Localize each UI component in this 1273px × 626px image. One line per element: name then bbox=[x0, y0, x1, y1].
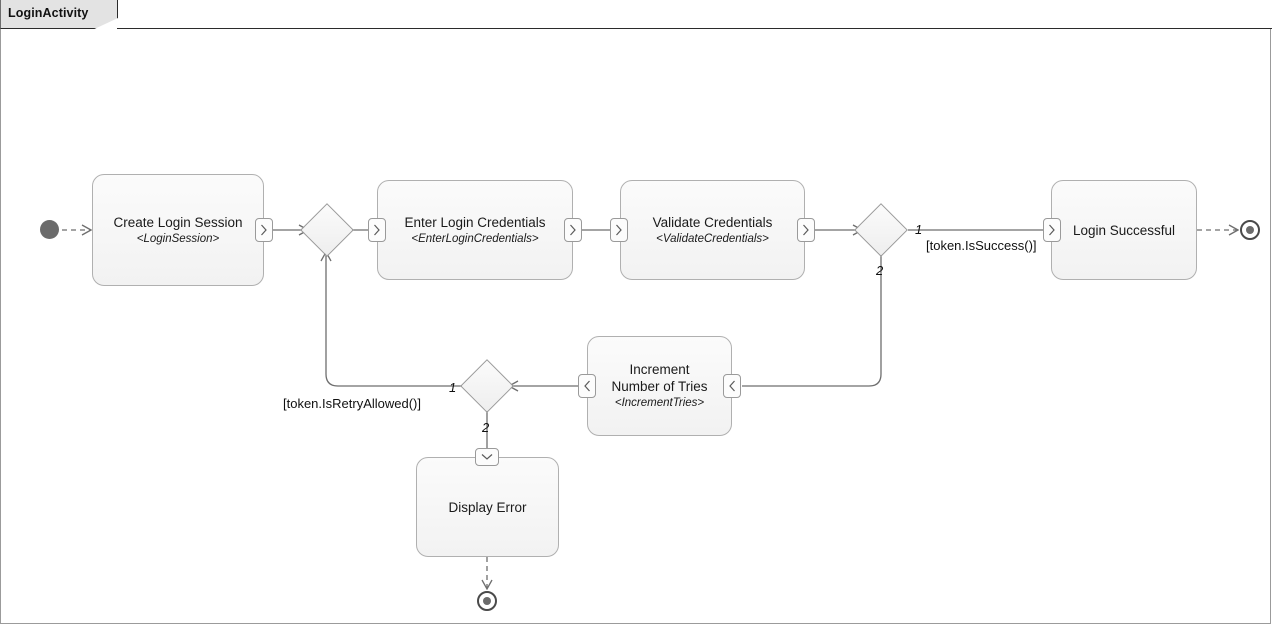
input-pin-validate-credentials[interactable] bbox=[610, 218, 628, 242]
page-title: LoginActivity bbox=[8, 6, 89, 20]
chevron-right-icon bbox=[616, 224, 622, 236]
activity-name: Create Login Session bbox=[113, 214, 243, 230]
branch-label-retry-1: 1 bbox=[449, 380, 457, 395]
chevron-left-icon bbox=[584, 380, 590, 392]
activity-enter-login-credentials[interactable]: Enter Login Credentials <EnterLoginCrede… bbox=[377, 180, 573, 280]
activity-increment-number-of-tries[interactable]: Increment Number of Tries <IncrementTrie… bbox=[587, 336, 732, 436]
activity-create-login-session[interactable]: Create Login Session <LoginSession> bbox=[92, 174, 264, 286]
branch-label-retry-2: 2 bbox=[482, 420, 490, 435]
chevron-right-icon bbox=[570, 224, 576, 236]
final-node-success[interactable] bbox=[1240, 220, 1260, 240]
activity-stereotype: <LoginSession> bbox=[136, 232, 220, 245]
activity-name: Increment Number of Tries bbox=[611, 362, 708, 394]
decision-node-is-retry-allowed[interactable] bbox=[460, 359, 514, 413]
branch-label-success-2: 2 bbox=[876, 263, 884, 278]
diagram-frame-top-edge bbox=[117, 28, 1272, 29]
input-pin-enter-login-credentials[interactable] bbox=[368, 218, 386, 242]
output-pin-validate-credentials[interactable] bbox=[797, 218, 815, 242]
activity-validate-credentials[interactable]: Validate Credentials <ValidateCredential… bbox=[620, 180, 805, 280]
guard-label-is-success: [token.IsSuccess()] bbox=[926, 238, 1037, 253]
activity-stereotype: <EnterLoginCredentials> bbox=[411, 232, 539, 245]
activity-display-error[interactable]: Display Error bbox=[416, 457, 559, 557]
chevron-right-icon bbox=[261, 224, 267, 236]
activity-stereotype: <ValidateCredentials> bbox=[656, 232, 769, 245]
activity-name: Validate Credentials bbox=[652, 214, 773, 230]
merge-node-retry[interactable] bbox=[300, 203, 354, 257]
input-pin-login-successful[interactable] bbox=[1043, 218, 1061, 242]
input-pin-increment-number-of-tries[interactable] bbox=[723, 374, 741, 398]
output-pin-create-login-session[interactable] bbox=[255, 218, 273, 242]
chevron-left-icon bbox=[729, 380, 735, 392]
guard-label-is-retry-allowed: [token.IsRetryAllowed()] bbox=[283, 396, 421, 411]
initial-node[interactable] bbox=[40, 220, 59, 239]
input-pin-display-error[interactable] bbox=[475, 448, 499, 466]
diagram-frame bbox=[0, 28, 1271, 624]
activity-name: Login Successful bbox=[1072, 222, 1176, 238]
decision-node-is-success[interactable] bbox=[854, 203, 908, 257]
chevron-down-icon bbox=[481, 454, 493, 460]
activity-stereotype: <IncrementTries> bbox=[614, 397, 705, 409]
activity-name: Enter Login Credentials bbox=[404, 214, 546, 230]
diagram-title-tab[interactable] bbox=[0, 0, 118, 29]
output-pin-enter-login-credentials[interactable] bbox=[564, 218, 582, 242]
chevron-right-icon bbox=[803, 224, 809, 236]
output-pin-increment-number-of-tries[interactable] bbox=[578, 374, 596, 398]
chevron-right-icon bbox=[374, 224, 380, 236]
chevron-right-icon bbox=[1049, 224, 1055, 236]
activity-name: Display Error bbox=[448, 499, 527, 515]
activity-login-successful[interactable]: Login Successful bbox=[1051, 180, 1197, 280]
final-node-error[interactable] bbox=[477, 591, 497, 611]
branch-label-success-1: 1 bbox=[915, 222, 923, 237]
